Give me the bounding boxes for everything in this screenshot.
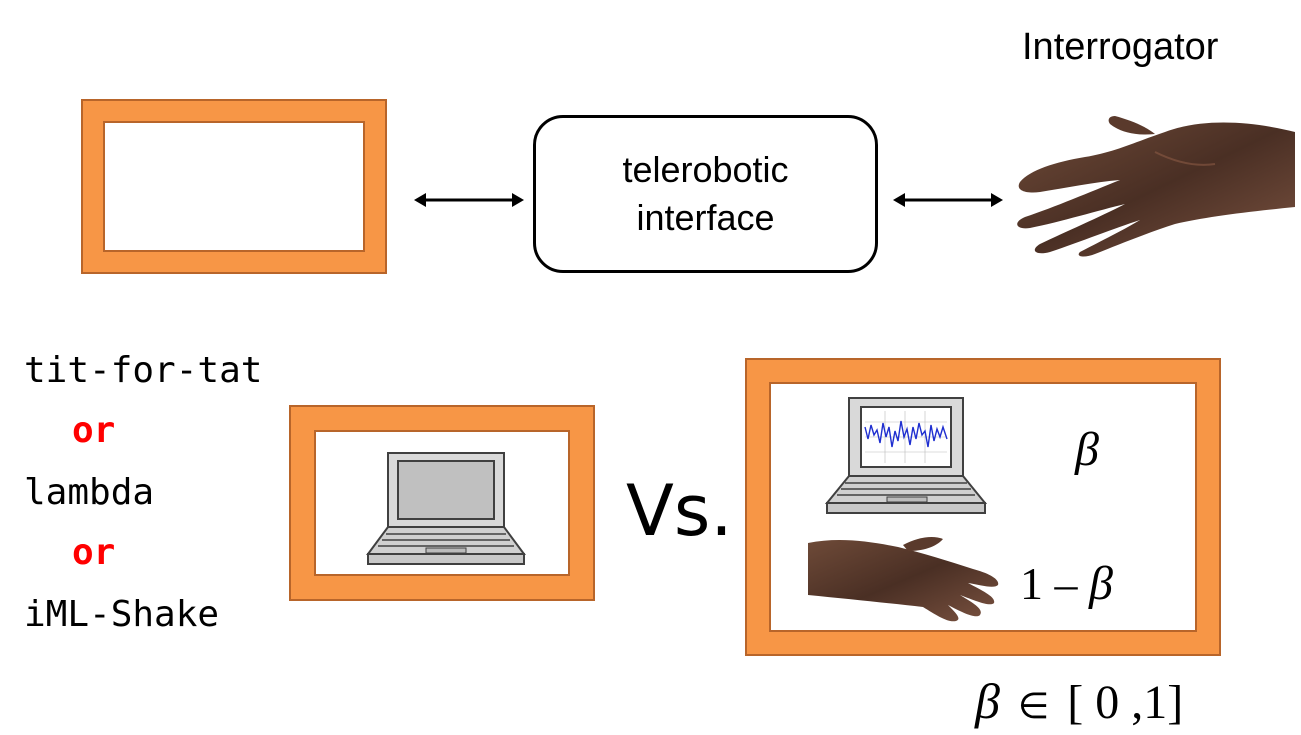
computer-frame	[289, 405, 595, 601]
or-label-1: or	[72, 410, 116, 451]
interrogator-label: Interrogator	[1022, 26, 1219, 68]
double-arrow-right	[893, 193, 1003, 207]
telerobotic-interface-box: telerobotic interface	[533, 115, 878, 273]
empty-frame	[81, 99, 387, 274]
element-of-symbol: ∈	[1017, 686, 1050, 726]
strategy-tit-for-tat: tit-for-tat	[24, 350, 263, 391]
strategy-lambda: lambda	[24, 472, 155, 513]
hand-icon	[1017, 116, 1295, 257]
range-interval: [ 0 ,1]	[1067, 676, 1184, 729]
laptop-icon	[366, 452, 526, 565]
strategy-iml-shake: iML-Shake	[24, 594, 220, 635]
vs-label: Vs.	[626, 470, 733, 552]
or-label-2: or	[72, 532, 116, 573]
hand-icon	[808, 537, 999, 622]
laptop-signal-icon	[824, 397, 988, 514]
one-minus-beta-label: 1 – β	[1020, 556, 1113, 611]
one-label: 1	[1020, 558, 1043, 609]
telerobotic-label: telerobotic	[622, 149, 789, 190]
beta-symbol: β	[1089, 557, 1113, 610]
beta-label: β	[1075, 423, 1099, 476]
minus-label: –	[1054, 558, 1078, 609]
beta-range-label: β ∈ [ 0 ,1]	[975, 672, 1183, 730]
beta-range-symbol: β	[975, 673, 1000, 729]
double-arrow-left	[414, 193, 524, 207]
interface-label: interface	[636, 197, 775, 238]
